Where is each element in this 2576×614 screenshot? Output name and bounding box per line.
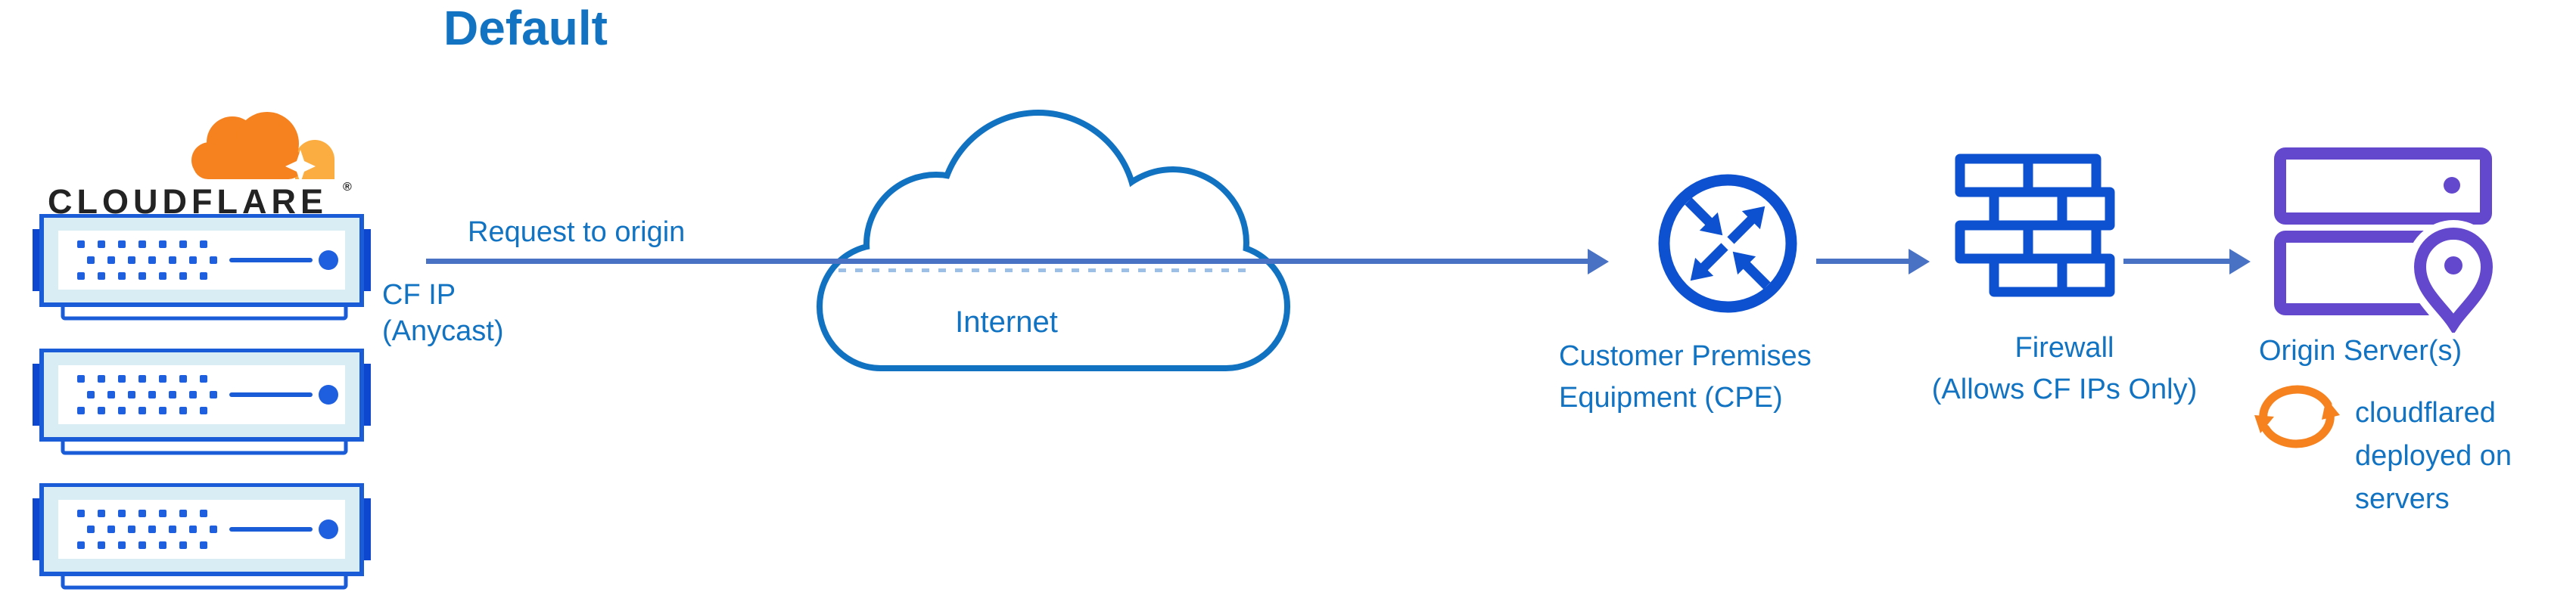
cloudflared-sync-icon: [2254, 385, 2340, 448]
flow-arrowhead-main: [1588, 249, 1609, 274]
cloudflare-server-icon: [33, 349, 371, 455]
location-pin-icon: [2406, 220, 2497, 333]
firewall-icon: [1955, 154, 2115, 297]
cpe-router-icon: [1658, 174, 1797, 313]
flow-arrowhead-firewall-to-origin: [2229, 249, 2251, 274]
flow-arrow-cpe-to-firewall: [1816, 259, 1910, 264]
cloudflare-logo-cloud-icon: [191, 112, 334, 183]
cloud-transit-dashed-line: [838, 268, 1247, 272]
internet-cloud-icon: [817, 110, 1290, 371]
cloudflare-server-icon: [33, 483, 371, 590]
cloudflared-note-label: cloudflared deployed on servers: [2355, 397, 2512, 515]
cloudflare-server-icon: [33, 214, 371, 321]
internet-label: Internet: [955, 305, 1058, 339]
flow-arrowhead-cpe-to-firewall: [1909, 249, 1930, 274]
flow-arrow-main: [426, 259, 1589, 264]
sparkle-icon: [285, 150, 316, 183]
registered-mark: ®: [343, 181, 352, 194]
request-to-origin-label: Request to origin: [468, 216, 686, 248]
origin-server-icon: [2274, 147, 2497, 333]
firewall-label: Firewall (Allows CF IPs Only): [1931, 332, 2198, 405]
origin-server-label: Origin Server(s): [2259, 335, 2462, 367]
cloudflare-logo: CLOUDFLARE ®: [48, 112, 352, 221]
cpe-label: Customer Premises Equipment (CPE): [1559, 340, 1812, 414]
cf-ip-anycast-label: CF IP (Anycast): [382, 279, 504, 347]
diagram-title: Default: [443, 1, 608, 55]
flow-arrow-firewall-to-origin: [2123, 259, 2231, 264]
